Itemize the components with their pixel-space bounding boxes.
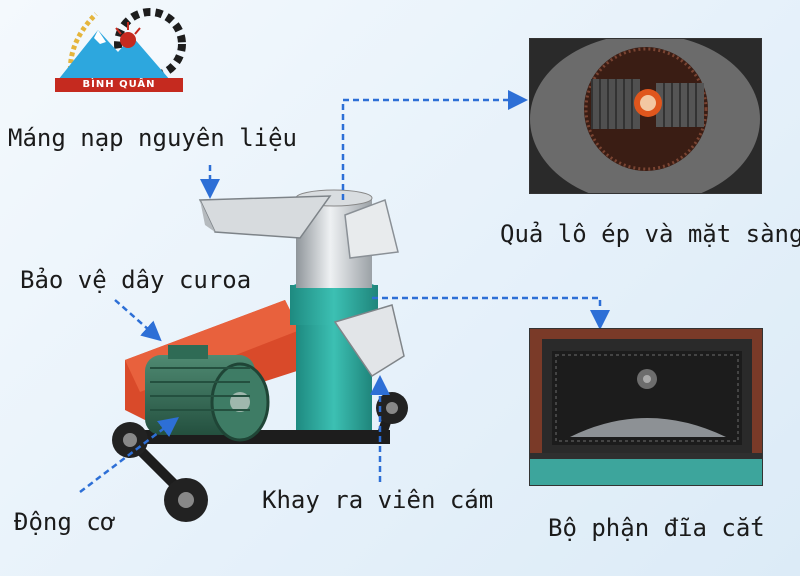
hopper-shape: [198, 195, 332, 239]
arrow-roller: [341, 90, 528, 200]
discharge-tray: [333, 304, 405, 378]
label-motor: Động cơ: [14, 508, 116, 536]
label-roller-die: Quả lô ép và mặt sàng: [500, 220, 800, 248]
pellet-machine: [112, 189, 408, 522]
arrow-cutter: [372, 296, 610, 330]
roller-die-photo: [529, 38, 762, 194]
label-belt-guard: Bảo vệ dây curoa: [20, 266, 252, 294]
cutter-disc-photo: [529, 328, 763, 486]
brand-logo-text: BÌNH QUÂN: [55, 78, 183, 92]
brand-logo: [58, 8, 186, 85]
label-hopper: Máng nạp nguyên liệu: [8, 124, 297, 152]
label-discharge-tray: Khay ra viên cám: [262, 486, 494, 514]
label-cutter-disc: Bộ phận đĩa cắt: [548, 514, 765, 542]
arrow-belt-guard: [114, 299, 162, 342]
